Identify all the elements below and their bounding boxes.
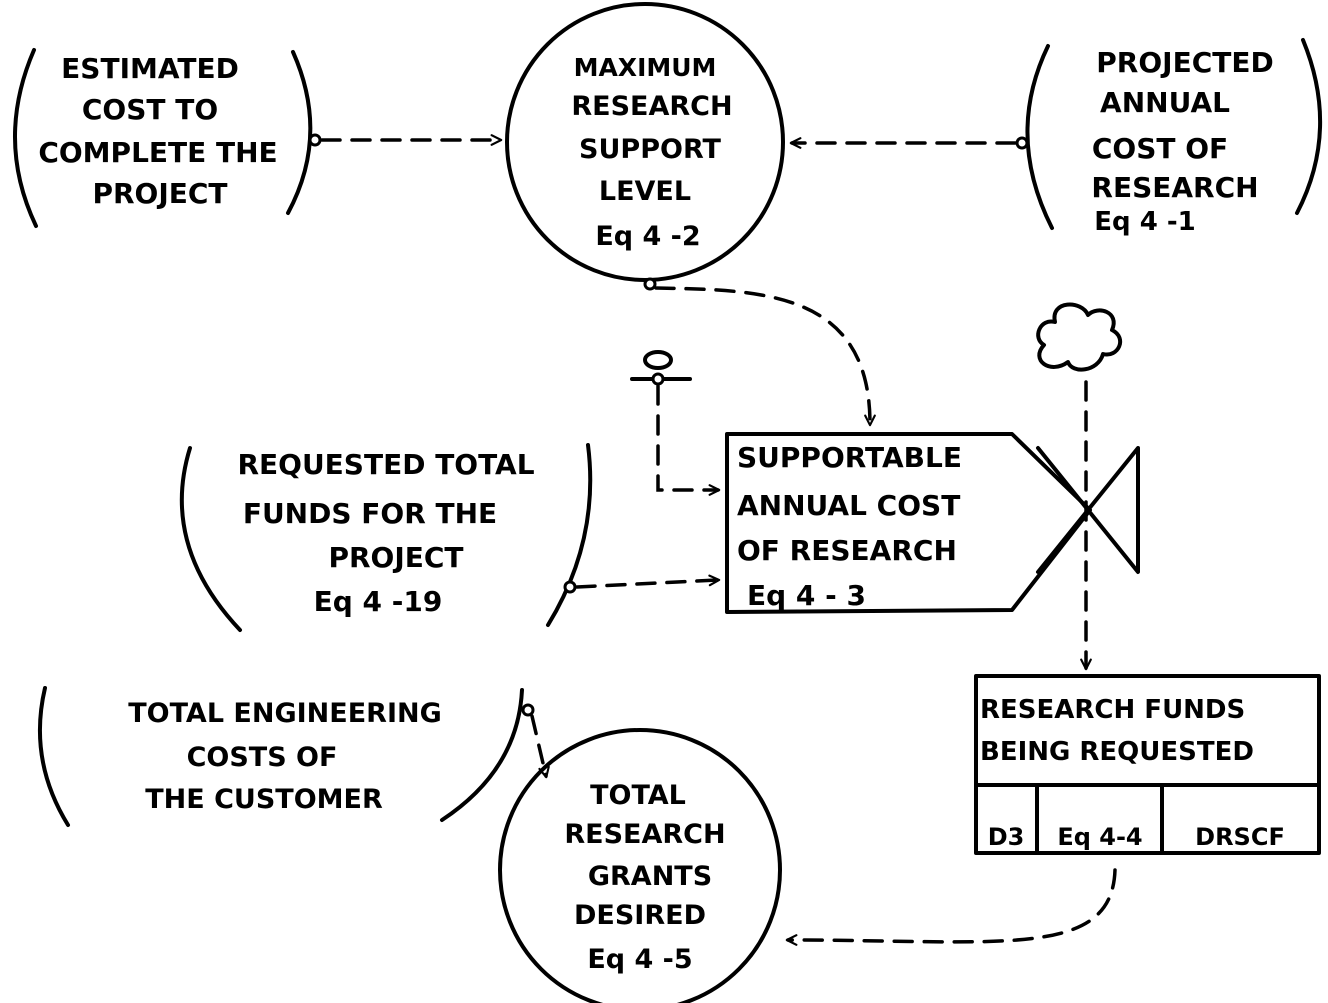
projected-cost-line-5: Eq 4 -1 [1094,207,1195,237]
total-grants-circle [498,728,782,1003]
projected-cost-line-1: PROJECTED [1096,46,1273,79]
max-support-line-5: Eq 4 -2 [595,221,700,252]
requested-funds-line-1: REQUESTED TOTAL [237,448,534,481]
right-bracket [440,688,524,822]
projected-cost-line-3: COST OF [1092,132,1228,165]
projected-cost-line-2: ANNUAL [1100,86,1230,119]
left-bracket [179,446,242,632]
requested-funds-line-2: FUNDS FOR THE [243,497,497,530]
supportable-cost-line-3: OF RESEARCH [737,534,957,567]
right-bracket [546,443,593,627]
estimated-cost-line-1: ESTIMATED [61,52,239,85]
estimated-cost-line-2: COST TO [82,93,218,126]
research-funds-level-node: RESEARCH FUNDS BEING REQUESTED D3 Eq 4-4… [974,674,1321,855]
research-funds-cell-2: Eq 4-4 [1057,823,1142,851]
total-grants-line-5: Eq 4 -5 [587,944,692,975]
valve-icon [1036,446,1140,574]
estimated-cost-node: ESTIMATED COST TO COMPLETE THE PROJECT [13,48,313,228]
research-funds-line-2: BEING REQUESTED [980,737,1254,767]
edge-engcosts-to-grants [521,703,550,779]
left-bracket [13,48,38,228]
level-box [974,674,1321,855]
requested-funds-node: REQUESTED TOTAL FUNDS FOR THE PROJECT Eq… [179,443,593,632]
left-bracket [1025,44,1054,230]
projected-cost-node: PROJECTED ANNUAL COST OF RESEARCH Eq 4 -… [1025,38,1323,237]
rate-box [725,432,1092,614]
total-eng-costs-line-1: TOTAL ENGINEERING [128,698,442,729]
requested-funds-line-3: PROJECT [328,541,463,574]
total-grants-node: TOTAL RESEARCH GRANTS DESIRED Eq 4 -5 [498,728,782,1003]
edge-estimated-to-maxsupport [308,133,503,147]
projected-cost-line-4: RESEARCH [1091,171,1258,204]
estimated-cost-line-4: PROJECT [92,177,227,210]
edge-maxsupport-to-supportable [643,277,876,427]
supportable-cost-line-1: SUPPORTABLE [737,441,962,474]
right-bracket [1295,38,1323,215]
research-funds-cell-1: D3 [988,823,1025,851]
max-support-line-2: RESEARCH [571,91,732,122]
max-support-node: MAXIMUM RESEARCH SUPPORT LEVEL Eq 4 -2 [505,2,785,282]
total-eng-costs-line-3: THE CUSTOMER [145,784,383,815]
max-support-line-3: SUPPORT [579,134,721,165]
total-eng-costs-line-2: COSTS OF [187,742,338,773]
left-bracket [37,686,70,827]
total-eng-costs-node: TOTAL ENGINEERING COSTS OF THE CUSTOMER [37,686,524,827]
edge-projected-to-maxsupport [789,136,1029,150]
max-support-line-4: LEVEL [599,176,691,207]
edge-level-to-grants [785,868,1117,946]
source-cloud-icon [1036,302,1123,372]
total-grants-line-4: DESIRED [574,900,706,931]
edge-constant-to-supportable [656,384,721,496]
max-support-line-1: MAXIMUM [574,53,717,82]
requested-funds-line-4: Eq 4 -19 [314,585,443,618]
right-bracket [286,50,313,215]
edge-requested-to-supportable [563,574,721,594]
constant-icon [630,350,692,386]
supportable-cost-node: SUPPORTABLE ANNUAL COST OF RESEARCH Eq 4… [725,432,1092,614]
total-grants-line-1: TOTAL [590,780,686,811]
estimated-cost-line-3: COMPLETE THE [38,136,277,169]
supportable-cost-line-2: ANNUAL COST [737,489,960,522]
total-grants-line-3: GRANTS [588,861,712,892]
supportable-cost-line-4: Eq 4 - 3 [747,579,866,612]
research-funds-line-1: RESEARCH FUNDS [980,695,1245,725]
research-funds-cell-3: DRSCF [1195,823,1285,851]
total-grants-line-2: RESEARCH [564,819,725,850]
